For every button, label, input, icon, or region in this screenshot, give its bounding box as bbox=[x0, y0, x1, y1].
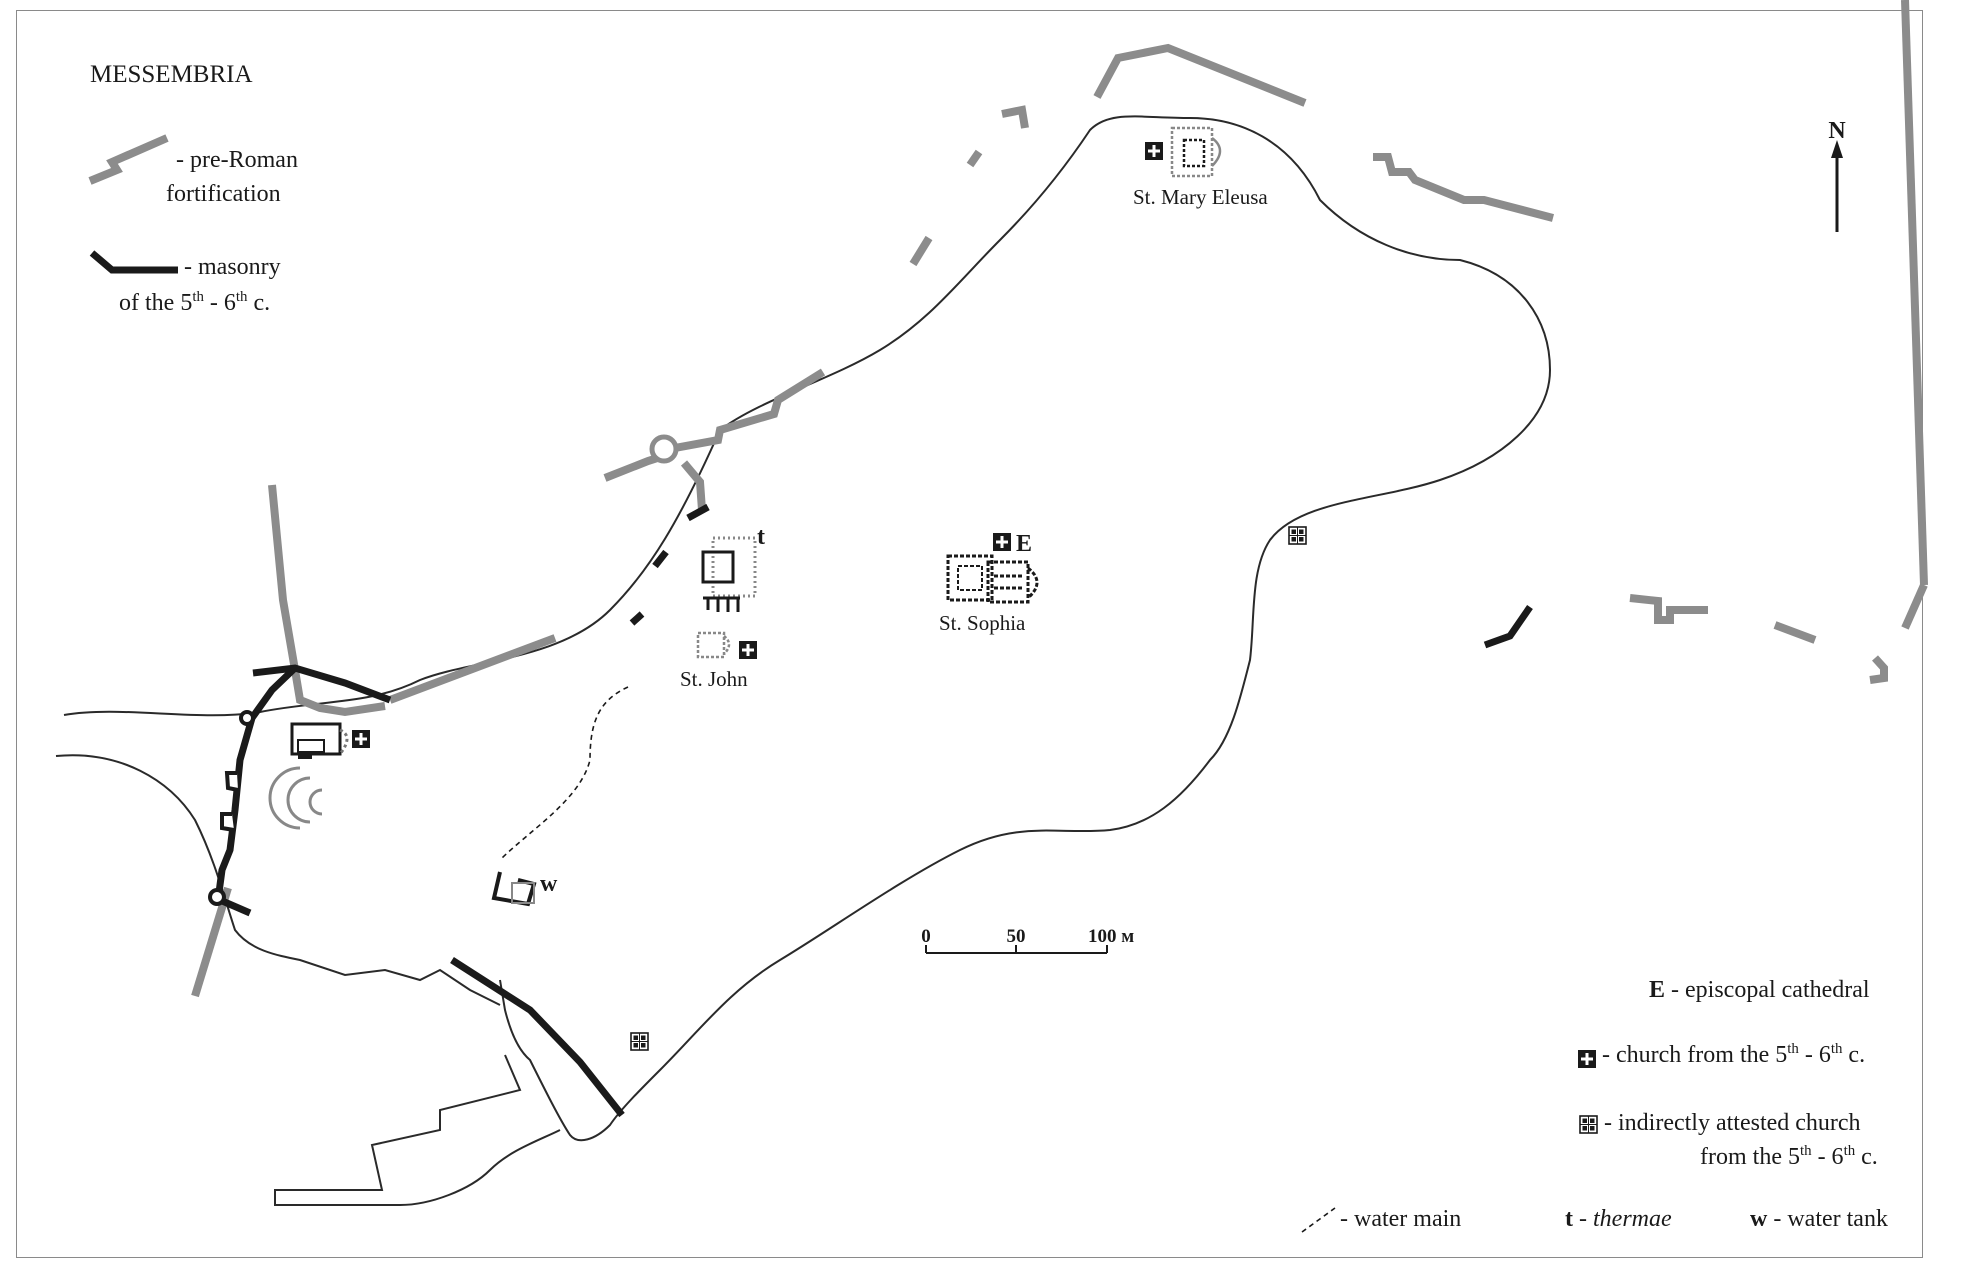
indirect-church-south-icon bbox=[630, 1032, 649, 1051]
label-t: t bbox=[757, 524, 765, 550]
scale-0: 0 bbox=[921, 926, 931, 947]
water-tank bbox=[491, 871, 537, 907]
legend-water-main: - water main bbox=[1340, 1206, 1462, 1232]
legend-masonry-line2: of the 5th - 6th c. bbox=[119, 289, 271, 316]
plan-st-sophia bbox=[946, 554, 1039, 604]
legend-water-tank: w - water tank bbox=[1750, 1206, 1888, 1232]
legend-indirect-church-icon bbox=[1579, 1115, 1598, 1134]
label-E: E bbox=[1016, 531, 1033, 557]
legend-pre-roman-line2: fortification bbox=[166, 181, 281, 207]
plan-thermae bbox=[701, 536, 757, 612]
legend-episcopal: E - episcopal cathedral bbox=[1649, 977, 1870, 1003]
legend-masonry-sample bbox=[89, 250, 178, 274]
scale-bar bbox=[925, 945, 1108, 954]
plan-st-john bbox=[696, 631, 731, 659]
north-arrow-icon bbox=[1831, 140, 1843, 232]
church-st-mary-icon bbox=[1145, 142, 1163, 160]
pre-roman-fortification bbox=[191, 0, 1928, 998]
label-st-mary-eleusa: St. Mary Eleusa bbox=[1133, 185, 1268, 209]
plan-st-mary-eleusa bbox=[1170, 126, 1222, 178]
scale-50: 50 bbox=[1007, 926, 1026, 947]
legend-pre-roman-sample bbox=[88, 134, 169, 185]
map-frame bbox=[16, 10, 1923, 1258]
label-st-john: St. John bbox=[680, 667, 748, 691]
water-main bbox=[499, 686, 629, 861]
church-west-icon bbox=[352, 730, 370, 748]
plan-west-church bbox=[268, 722, 349, 830]
legend-water-main-sample bbox=[1301, 1207, 1336, 1233]
legend-church: - church from the 5th - 6th c. bbox=[1602, 1041, 1866, 1068]
legend-masonry-line1: - masonry bbox=[184, 254, 281, 280]
scale-100: 100 м bbox=[1088, 926, 1134, 947]
north-label: N bbox=[1828, 118, 1846, 144]
church-st-sophia-icon bbox=[993, 533, 1011, 551]
legend-thermae: t - thermae bbox=[1565, 1206, 1672, 1232]
map-title: MESSEMBRIA bbox=[90, 61, 253, 88]
legend-indirect-line2: from the 5th - 6th c. bbox=[1700, 1143, 1878, 1170]
indirect-church-east-icon bbox=[1288, 526, 1307, 545]
label-st-sophia: St. Sophia bbox=[939, 611, 1026, 635]
masonry-5th-6th bbox=[214, 503, 1533, 1118]
legend-church-icon bbox=[1578, 1050, 1596, 1068]
legend-pre-roman-line1: - pre-Roman bbox=[176, 147, 298, 173]
label-w: w bbox=[540, 871, 558, 897]
church-st-john-icon bbox=[739, 641, 757, 659]
legend-indirect-line1: - indirectly attested church bbox=[1604, 1110, 1861, 1136]
